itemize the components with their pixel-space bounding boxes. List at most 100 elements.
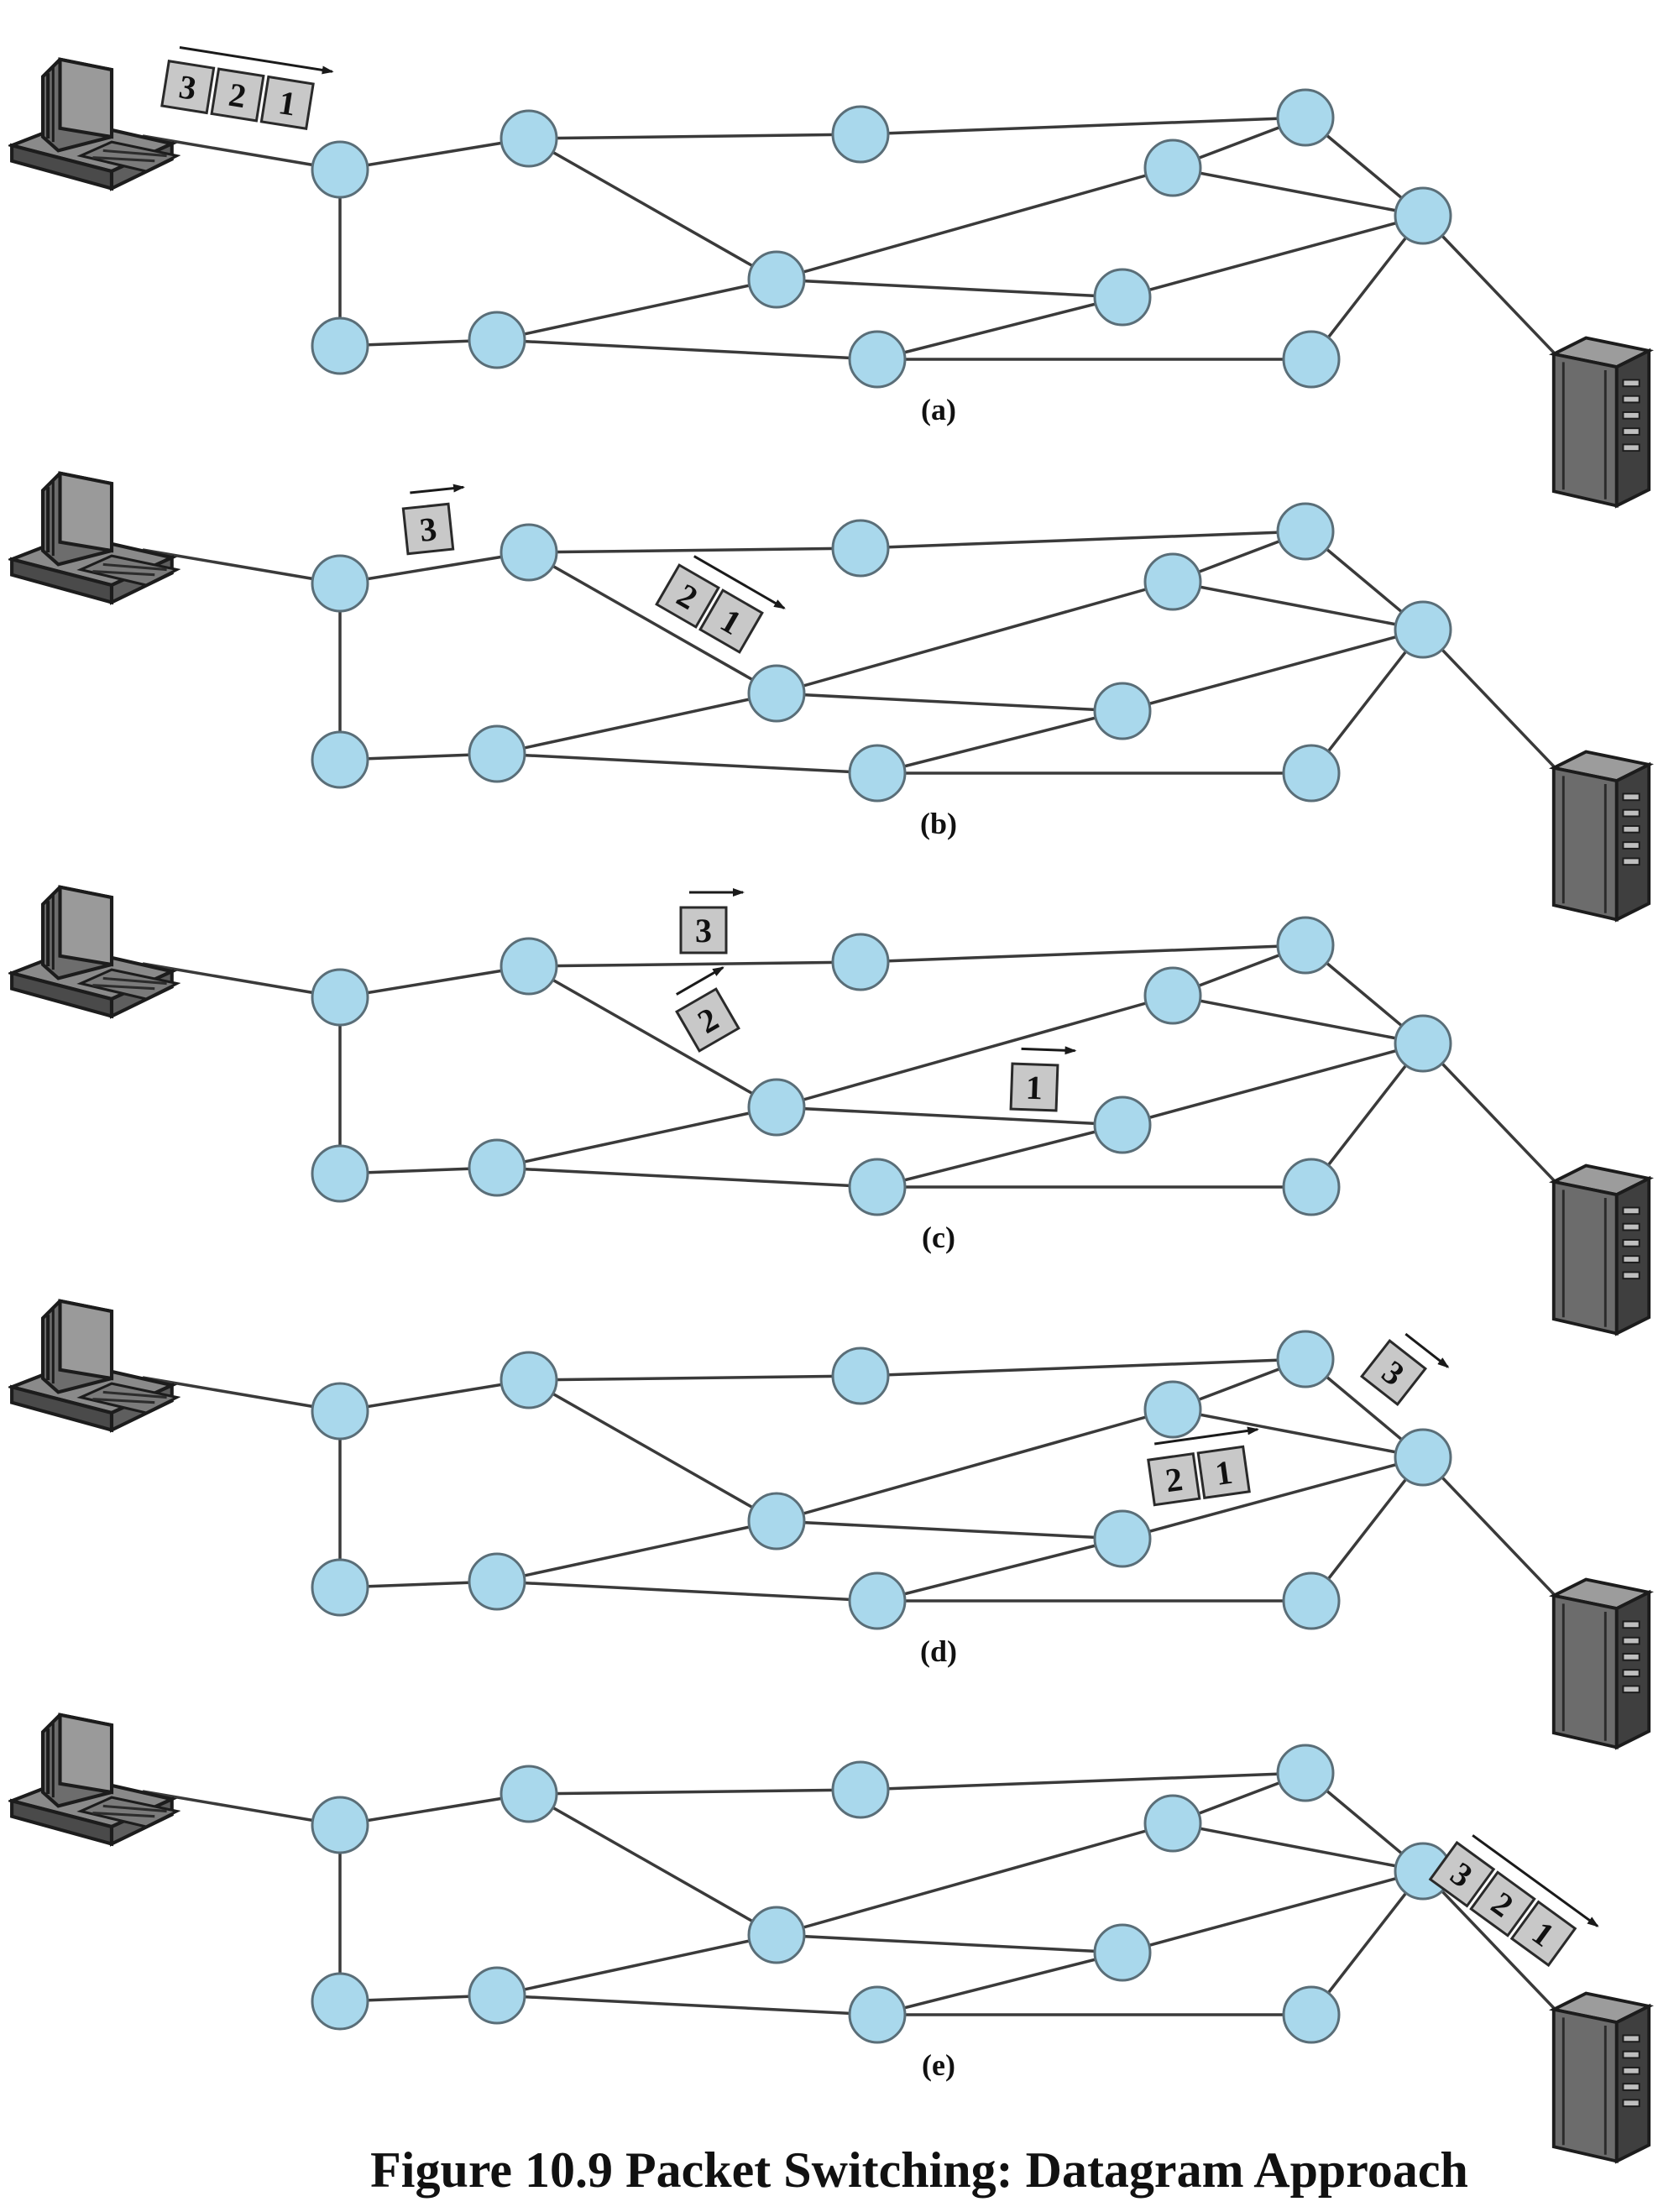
node-n7: [1276, 1330, 1335, 1388]
node-n2: [500, 1765, 558, 1823]
link-n2-n4: [528, 960, 861, 968]
link-n5-n6: [496, 278, 777, 342]
link-n4-n7: [860, 1771, 1306, 1791]
link-n2-n4: [528, 1374, 861, 1382]
node-n9: [848, 1985, 907, 2044]
link-n2-n4: [528, 1788, 861, 1796]
link-destination: [1421, 214, 1572, 371]
node-n8: [1143, 552, 1202, 611]
link-n8-n11: [1172, 1408, 1424, 1459]
link-n1-n2: [339, 1378, 530, 1413]
panel-5: 321(e): [12, 1715, 1651, 2163]
node-n8: [1143, 139, 1202, 197]
packet-group-n6-to-n10: 1: [1009, 1046, 1077, 1112]
link-n5-n6: [496, 1106, 777, 1169]
packet-group-n11-to-destination: 321: [1428, 1834, 1599, 1968]
server-tower-icon: [1551, 1991, 1651, 2163]
link-source: [142, 134, 341, 171]
packet-2: [675, 987, 740, 1053]
network-nodes: [311, 502, 1452, 803]
node-n5: [468, 1966, 526, 2025]
node-n5: [468, 724, 526, 783]
node-n3: [311, 1144, 369, 1203]
direction-arrow: [1153, 1426, 1259, 1446]
node-n12: [1282, 330, 1341, 389]
link-n1-n2: [339, 965, 530, 999]
link-n6-n8: [776, 1408, 1174, 1523]
link-n9-n10: [876, 1951, 1123, 2016]
packet-1: [1509, 1900, 1577, 1968]
link-n8-n11: [1172, 994, 1424, 1045]
link-n5-n6: [496, 692, 777, 756]
node-n6: [747, 250, 806, 309]
server-tower-icon: [1551, 1577, 1651, 1749]
link-n2-n6: [528, 1792, 777, 1937]
node-n3: [311, 1972, 369, 2031]
server-tower-icon: [1551, 336, 1651, 508]
node-n4: [831, 933, 890, 991]
node-n5: [468, 311, 526, 369]
figure-caption: Figure 10.9 Packet Switching: Datagram A…: [370, 2142, 1468, 2198]
link-n10-n11: [1122, 628, 1424, 713]
node-n10: [1093, 1096, 1152, 1154]
link-n5-n9: [496, 1166, 878, 1189]
packet-label: 3: [695, 912, 712, 949]
link-n2-n6: [528, 965, 777, 1109]
node-n8: [1143, 1380, 1202, 1439]
node-n3: [311, 1558, 369, 1617]
link-n6-n10: [776, 692, 1123, 713]
node-n2: [500, 937, 558, 996]
link-destination: [1421, 1456, 1572, 1613]
panel-label: (b): [920, 807, 957, 840]
link-n12-n11: [1310, 1456, 1425, 1603]
link-n10-n11: [1122, 1869, 1424, 1954]
node-n12: [1282, 1985, 1341, 2044]
desktop-computer-icon: [12, 473, 177, 603]
packet-2: [1469, 1870, 1536, 1937]
network-links: [142, 944, 1572, 1199]
node-n8: [1143, 1794, 1202, 1853]
node-n11: [1394, 186, 1452, 245]
node-n11: [1394, 1428, 1452, 1487]
link-n6-n8: [776, 994, 1174, 1109]
packet-group-n2-to-n6: 2: [675, 966, 740, 1053]
packet-3: [1359, 1338, 1428, 1407]
node-n9: [848, 744, 907, 803]
desktop-computer-icon: [12, 1715, 177, 1844]
link-n5-n9: [496, 338, 878, 361]
link-n12-n11: [1310, 1869, 1425, 2016]
node-n1: [311, 968, 369, 1027]
link-source: [142, 548, 341, 585]
link-n8-n11: [1172, 1822, 1424, 1873]
node-n7: [1276, 916, 1335, 975]
node-n6: [747, 1492, 806, 1550]
packet-3: [679, 906, 728, 954]
link-n8-n11: [1172, 580, 1424, 631]
link-n2-n6: [528, 1378, 777, 1523]
node-n7: [1276, 88, 1335, 147]
link-n6-n8: [776, 580, 1174, 695]
link-n2-n6: [528, 137, 777, 281]
link-n2-n6: [528, 551, 777, 695]
node-n6: [747, 1078, 806, 1137]
panel-label: (c): [922, 1221, 955, 1254]
link-n4-n7: [860, 1357, 1306, 1378]
server-tower-icon: [1551, 1164, 1651, 1336]
node-n2: [500, 109, 558, 168]
link-n4-n7: [860, 530, 1306, 550]
node-n4: [831, 105, 890, 164]
link-destination: [1421, 1042, 1572, 1199]
link-source: [142, 962, 341, 999]
node-n11: [1394, 1014, 1452, 1073]
link-n5-n9: [496, 1994, 878, 2016]
packet-label: 3: [418, 510, 439, 549]
node-n4: [831, 1347, 890, 1405]
desktop-computer-icon: [12, 60, 177, 189]
node-n2: [500, 523, 558, 582]
packet-3: [160, 60, 216, 115]
link-n12-n11: [1310, 628, 1425, 775]
panel-2: 321(b): [12, 473, 1651, 922]
